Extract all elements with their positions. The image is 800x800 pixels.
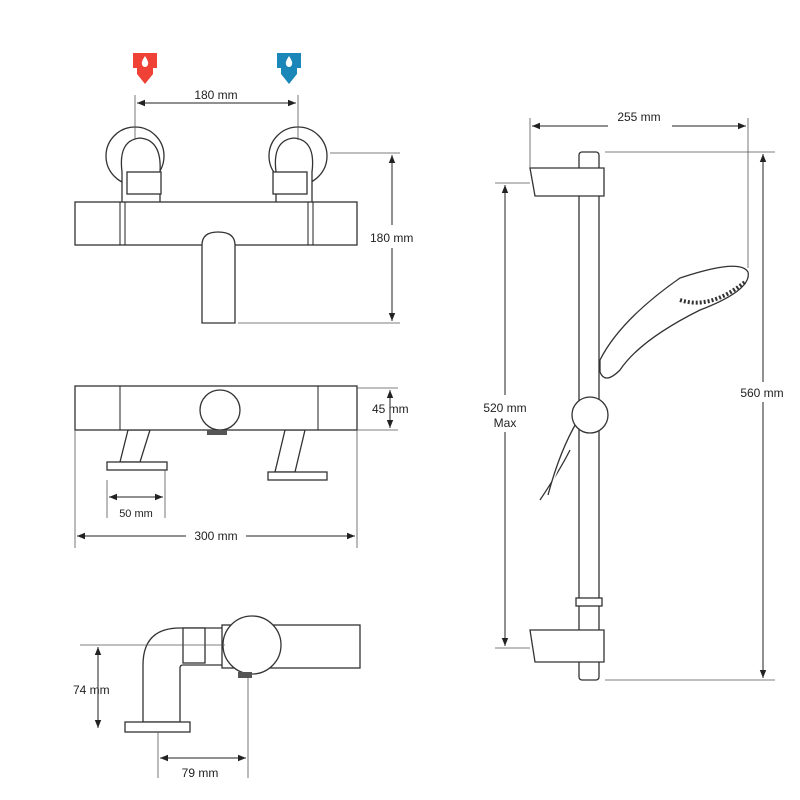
dim-inlet-height: 74 mm xyxy=(73,683,110,697)
dim-rail-to-handset: 255 mm xyxy=(617,110,660,124)
dim-body-length: 300 mm xyxy=(194,529,237,543)
dim-bracket-centres: 520 mm xyxy=(483,401,526,415)
dim-projection: 79 mm xyxy=(182,766,219,780)
dim-inlet-centres: 180 mm xyxy=(194,88,237,102)
dim-bracket-note: Max xyxy=(494,416,517,430)
shower-rail-view: 255 mm 520 mm Max 560 mm xyxy=(483,110,784,681)
side-view: 74 mm 79 mm xyxy=(73,615,361,780)
cold-water-inlet-icon xyxy=(277,53,301,84)
hot-water-inlet-icon xyxy=(133,53,157,84)
dim-height-to-spout: 180 mm xyxy=(370,231,413,245)
dim-foot-width: 50 mm xyxy=(119,508,153,520)
front-view: 180 mm 180 mm xyxy=(74,88,413,324)
dim-body-depth: 45 mm xyxy=(372,402,409,416)
top-view: 45 mm 50 mm 300 mm xyxy=(74,385,409,548)
dim-rail-length: 560 mm xyxy=(740,386,783,400)
